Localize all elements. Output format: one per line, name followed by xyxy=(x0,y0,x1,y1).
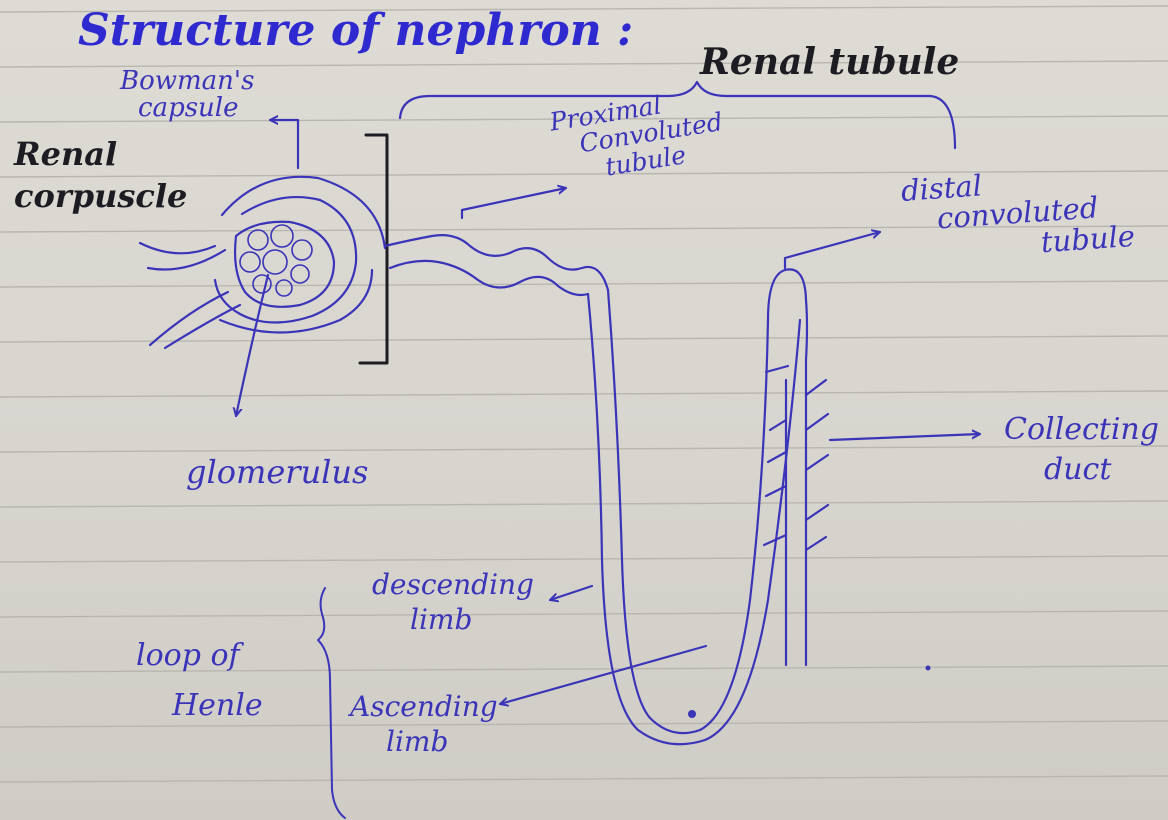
loop-of-henle-line-2: Henle xyxy=(172,690,263,722)
diagram-title: Structure of nephron : xyxy=(78,8,633,54)
loop-of-henle-label: loop of Henle xyxy=(136,640,263,721)
distal-tubule-label: distal convoluted tubule xyxy=(900,160,1136,267)
bowmans-capsule-line-1: Bowman's xyxy=(120,68,254,95)
bowmans-capsule-line-2: capsule xyxy=(138,95,254,122)
ascending-limb-arrow xyxy=(500,646,706,704)
collecting-duct-line-2: duct xyxy=(1044,454,1159,486)
ascending-limb-line-1: Ascending xyxy=(350,692,498,721)
descending-limb-label: descending limb xyxy=(372,570,534,635)
distal-tubule-line-3: tubule xyxy=(1040,221,1136,258)
proximal-convoluted-tubule xyxy=(385,235,608,295)
ascending-limb-line-2: limb xyxy=(386,727,498,756)
glomerulus-label: glomerulus xyxy=(186,456,368,490)
collecting-duct-label: Collecting duct xyxy=(1004,414,1159,485)
descending-limb-line-2: limb xyxy=(410,605,534,634)
distal-tubule-arrow xyxy=(785,232,880,268)
ascending-limb-label: Ascending limb xyxy=(350,692,498,757)
loop-of-henle-line-1: loop of xyxy=(136,640,263,672)
glomerulus-tuft xyxy=(240,225,312,296)
renal-tubule-label: Renal tubule xyxy=(700,44,959,82)
distal-convoluted-tubule xyxy=(768,269,807,360)
bowmans-capsule-arrow xyxy=(270,120,298,168)
loop-of-henle-brace xyxy=(318,588,345,818)
collecting-duct-arrow xyxy=(830,434,980,440)
collecting-duct xyxy=(764,360,828,665)
proximal-tubule-arrow xyxy=(462,188,566,218)
renal-corpuscle-line-1: Renal xyxy=(14,138,187,172)
bowmans-capsule-label: Bowman's capsule xyxy=(120,68,254,123)
collecting-duct-line-1: Collecting xyxy=(1004,414,1159,446)
renal-corpuscle-line-2: corpuscle xyxy=(14,180,187,214)
descending-limb-arrow xyxy=(550,586,592,600)
loop-of-henle xyxy=(588,290,800,744)
renal-corpuscle-label: Renal corpuscle xyxy=(14,138,187,213)
glomerulus-arrow xyxy=(236,275,268,416)
renal-corpuscle-bracket xyxy=(360,135,387,363)
descending-limb-line-1: descending xyxy=(372,570,534,599)
